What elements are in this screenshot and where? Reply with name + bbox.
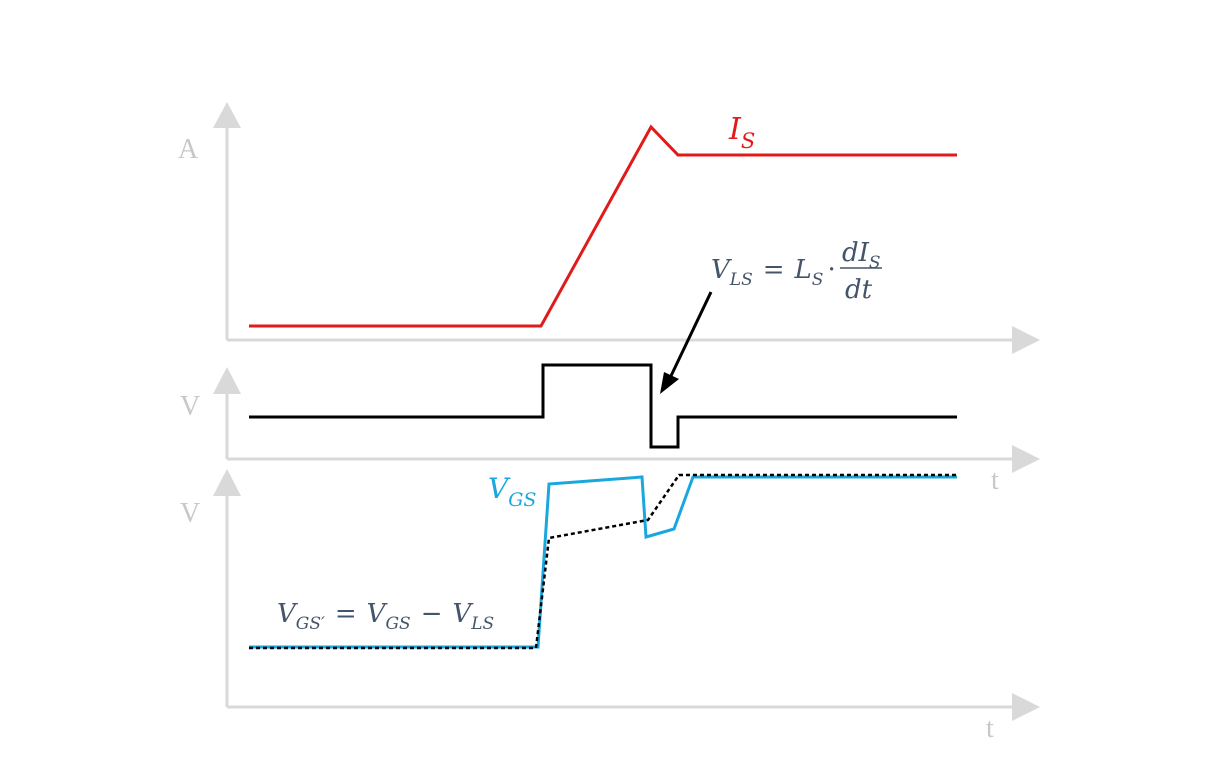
vls-x-arrowhead	[1012, 445, 1040, 473]
current-x-arrowhead	[1012, 326, 1040, 354]
current-is-trace	[249, 124, 957, 328]
current-y-arrowhead	[213, 102, 241, 128]
vls-equation-lhs: VLS=LS·	[711, 255, 836, 290]
vgs-y-axis-label: V	[180, 498, 200, 529]
vgs-x-arrowhead	[1012, 693, 1040, 721]
vls-trace	[249, 363, 957, 449]
current-y-axis-label: A	[178, 134, 199, 165]
vgs-prime-equation-text: VGS′=VGS−VLS	[277, 599, 494, 634]
vgs-label: VGS	[488, 472, 536, 511]
inductor-voltage-panel: V t	[180, 363, 1040, 496]
current-panel: A IS	[178, 102, 1040, 354]
gate-voltage-panel: V t VGS	[180, 469, 1040, 744]
vls-equation: VLS=LS· dIS dt	[711, 238, 882, 305]
current-is-label: IS	[728, 112, 755, 153]
vls-equation-numerator: dIS	[842, 238, 881, 273]
vls-y-axis-label: V	[180, 391, 200, 422]
vgs-y-arrowhead	[213, 469, 241, 496]
vgs-prime-equation: VGS′=VGS−VLS	[277, 599, 494, 634]
vgs-prime-trace	[249, 473, 957, 650]
vls-y-arrowhead	[213, 367, 241, 394]
vls-x-axis-label: t	[991, 465, 999, 496]
vls-callout-arrow	[660, 291, 713, 394]
vgs-x-axis-label: t	[986, 713, 994, 744]
vls-equation-denominator: dt	[845, 275, 873, 305]
